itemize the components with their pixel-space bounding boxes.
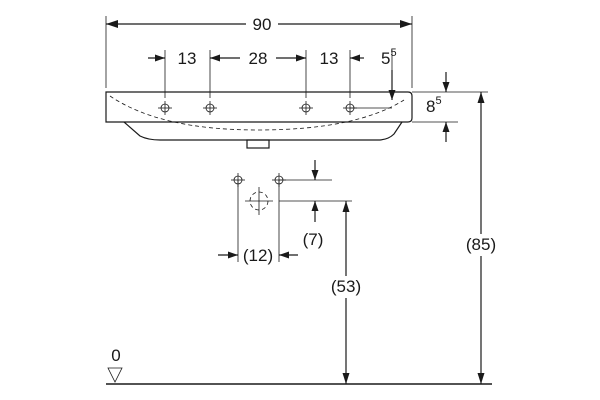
bracket-height-label: (53) <box>331 277 361 296</box>
hole-spacing-dimensions: 13 28 13 55 <box>148 47 397 100</box>
floor-level-triangle-icon <box>107 367 123 383</box>
width-dimension: 90 <box>105 12 413 88</box>
rim-height-dimension: 85 <box>412 72 488 142</box>
mounting-hole-icon <box>203 101 217 115</box>
rim-height-label: 85 <box>426 95 442 116</box>
rim-height-main: 8 <box>426 97 435 116</box>
bracket-detail: (12) (7) <box>218 160 352 265</box>
bracket-spacing-label: (12) <box>243 246 273 265</box>
width-label: 90 <box>253 15 272 34</box>
edge-offset-sup: 5 <box>390 47 396 59</box>
floor-level-label: 0 <box>111 346 120 365</box>
bracket-offset-label: (7) <box>303 230 324 249</box>
mounting-hole-icon <box>299 101 313 115</box>
basin-mounting-holes <box>158 101 392 115</box>
hole-spacing-label: 28 <box>249 49 268 68</box>
rim-height-sup: 5 <box>435 95 441 107</box>
floor-reference: 0 <box>106 346 492 385</box>
hole-offset-right-label: 13 <box>320 49 339 68</box>
washbasin-outline <box>105 91 413 149</box>
drain-outlet <box>246 139 270 149</box>
hole-offset-left-label: 13 <box>178 49 197 68</box>
edge-offset-label: 55 <box>381 47 397 68</box>
mounting-hole-icon <box>158 101 172 115</box>
drain-center-icon <box>245 187 273 215</box>
overall-height-label: (85) <box>466 235 496 254</box>
overall-height-dimension: (85) <box>458 92 504 384</box>
edge-offset-main: 5 <box>381 49 390 68</box>
bracket-height-dimension: (53) <box>324 201 370 384</box>
